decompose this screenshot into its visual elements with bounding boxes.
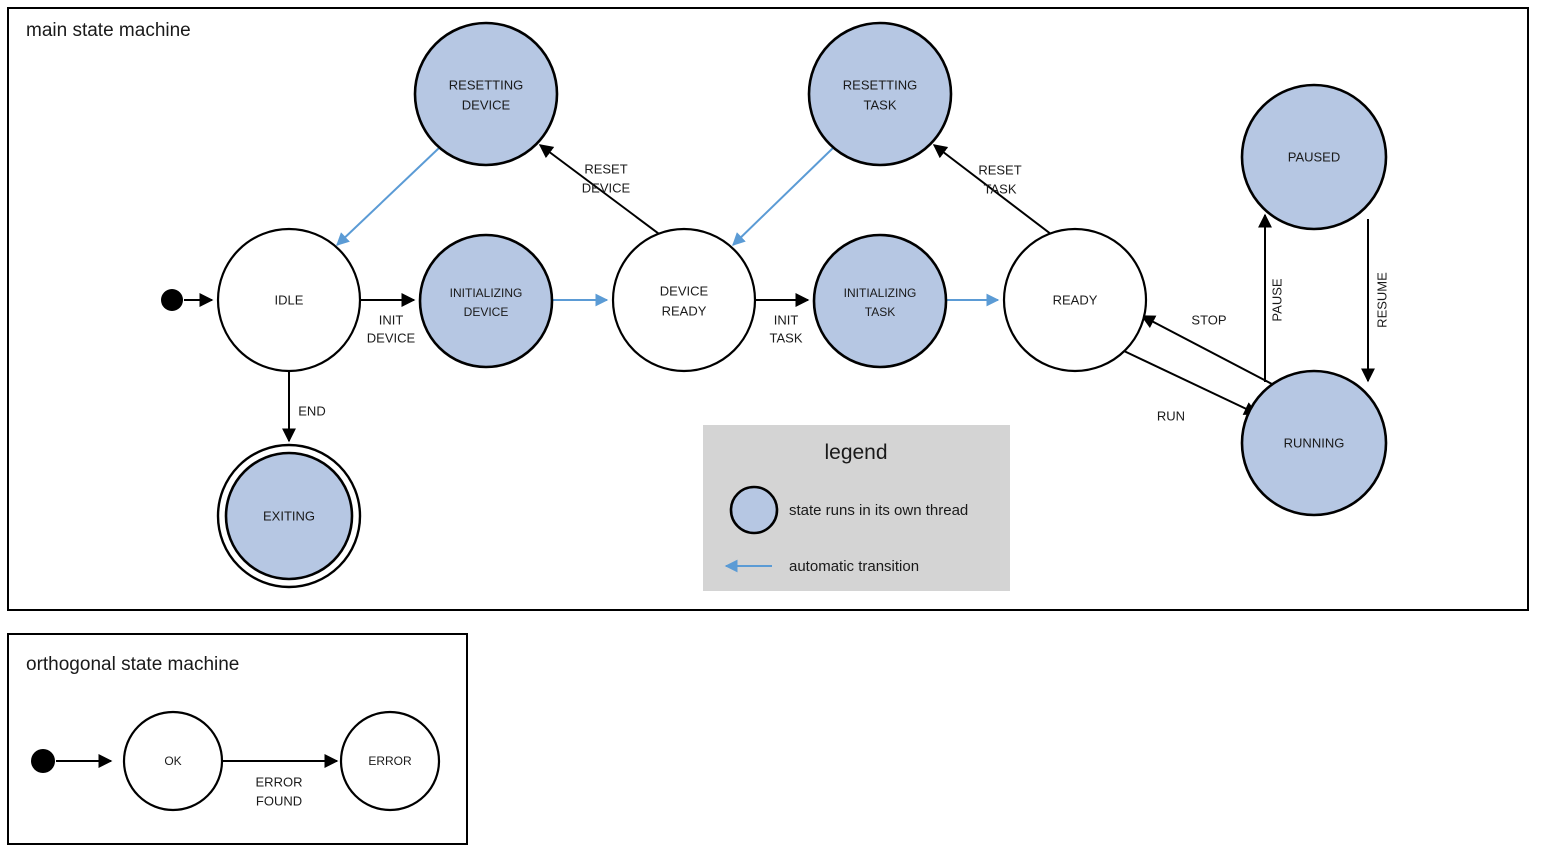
state-shape <box>1002 227 1148 373</box>
edge-line <box>1123 350 1259 415</box>
legend: legend state runs in its own thread auto… <box>703 425 1010 591</box>
edge-label-line2: FOUND <box>256 793 302 808</box>
edge-line-automatic <box>336 147 440 246</box>
state-shape <box>339 710 441 812</box>
state-running[interactable]: RUNNING <box>1240 369 1388 517</box>
edge-label-line1: RUN <box>1157 408 1185 423</box>
state-paused[interactable]: PAUSED <box>1240 83 1388 231</box>
edge-label-line1: ERROR <box>256 774 303 789</box>
transition-reset-device-auto[interactable] <box>336 147 440 246</box>
state-label-line2: DEVICE <box>462 97 511 112</box>
edge-label-line2: TASK <box>984 181 1017 196</box>
state-label-line1: PAUSED <box>1288 149 1341 164</box>
state-label-line1: ERROR <box>368 754 412 768</box>
state-error[interactable]: ERROR <box>339 710 441 812</box>
state-shape <box>1240 83 1388 231</box>
state-label-line2: DEVICE <box>464 305 509 319</box>
state-label-line1: OK <box>164 754 181 768</box>
state-label-line2: READY <box>662 303 707 318</box>
state-label-line1: RESETTING <box>449 77 523 92</box>
state-label-line2: TASK <box>865 305 895 319</box>
state-label-line1: IDLE <box>275 292 304 307</box>
state-exiting[interactable]: EXITING <box>216 443 362 589</box>
orthogonal-state-machine-frame: orthogonal state machine ERROR FOUND OK … <box>7 633 468 845</box>
edge-label-line1: END <box>298 403 325 418</box>
edge-line <box>1140 315 1273 385</box>
edge-label-line1: STOP <box>1191 312 1226 327</box>
state-shape <box>224 451 354 581</box>
state-shape <box>418 233 554 369</box>
state-label-line2: TASK <box>864 97 897 112</box>
state-label-line1: INITIALIZING <box>844 286 917 300</box>
state-shape <box>611 227 757 373</box>
transition-init-task[interactable]: INIT TASK <box>755 293 810 345</box>
state-label-line1: INITIALIZING <box>450 286 523 300</box>
state-label-line1: READY <box>1053 292 1098 307</box>
edge-label-line2: DEVICE <box>367 330 416 345</box>
legend-title: legend <box>824 441 887 464</box>
legend-item-label: state runs in its own thread <box>789 502 968 519</box>
state-shape <box>413 21 559 167</box>
state-initializing-device[interactable]: INITIALIZING DEVICE <box>418 233 554 369</box>
state-label-line1: DEVICE <box>660 283 709 298</box>
state-idle[interactable]: IDLE <box>216 227 362 373</box>
legend-item-auto-transition: automatic transition <box>724 558 919 575</box>
state-shape <box>812 233 948 369</box>
state-label-line1: EXITING <box>263 508 315 523</box>
blue-circle-icon <box>729 485 779 535</box>
state-shape <box>122 710 224 812</box>
main-states-layer: IDLE INITIALIZING DEVICE RESETTING DEVIC… <box>161 21 1388 589</box>
legend-item-thread-state: state runs in its own thread <box>729 485 968 535</box>
edge-label-line2: TASK <box>770 330 803 345</box>
state-initializing-task[interactable]: INITIALIZING TASK <box>812 233 948 369</box>
state-ok[interactable]: OK <box>122 710 224 812</box>
edge-label-line1: RESET <box>978 162 1021 177</box>
edge-label-line2: DEVICE <box>582 180 631 195</box>
state-label-line1: RESETTING <box>843 77 917 92</box>
legend-item-label: automatic transition <box>789 558 919 575</box>
main-frame-title: main state machine <box>26 20 191 41</box>
transition-error-found[interactable]: ERROR FOUND <box>222 754 339 808</box>
transition-resume[interactable]: RESUME <box>1361 219 1389 383</box>
edge-label-line1: RESET <box>584 161 627 176</box>
orthogonal-frame-title: orthogonal state machine <box>26 654 239 675</box>
edge-label-line1: INIT <box>774 312 799 327</box>
state-shape <box>1240 369 1388 517</box>
edge-line-automatic <box>732 147 834 246</box>
transition-end[interactable]: END <box>282 372 326 443</box>
transition-stop[interactable]: STOP <box>1140 312 1273 385</box>
edge-label-line1: PAUSE <box>1269 278 1284 321</box>
initial-state-marker <box>161 289 183 311</box>
state-shape <box>216 227 362 373</box>
edge-label-line1: RESUME <box>1374 272 1389 328</box>
edge-label-line1: INIT <box>379 312 404 327</box>
state-resetting-device[interactable]: RESETTING DEVICE <box>413 21 559 167</box>
transition-reset-task-auto[interactable] <box>732 147 834 246</box>
transition-init-device[interactable]: INIT DEVICE <box>360 293 416 345</box>
transition-run[interactable]: RUN <box>1123 350 1259 423</box>
transition-pause[interactable]: PAUSE <box>1258 213 1284 382</box>
state-label-line1: RUNNING <box>1284 435 1345 450</box>
state-shape <box>807 21 953 167</box>
initial-state-marker <box>31 749 55 773</box>
state-resetting-task[interactable]: RESETTING TASK <box>807 21 953 167</box>
state-device-ready[interactable]: DEVICE READY <box>611 227 757 373</box>
state-ready[interactable]: READY <box>1002 227 1148 373</box>
